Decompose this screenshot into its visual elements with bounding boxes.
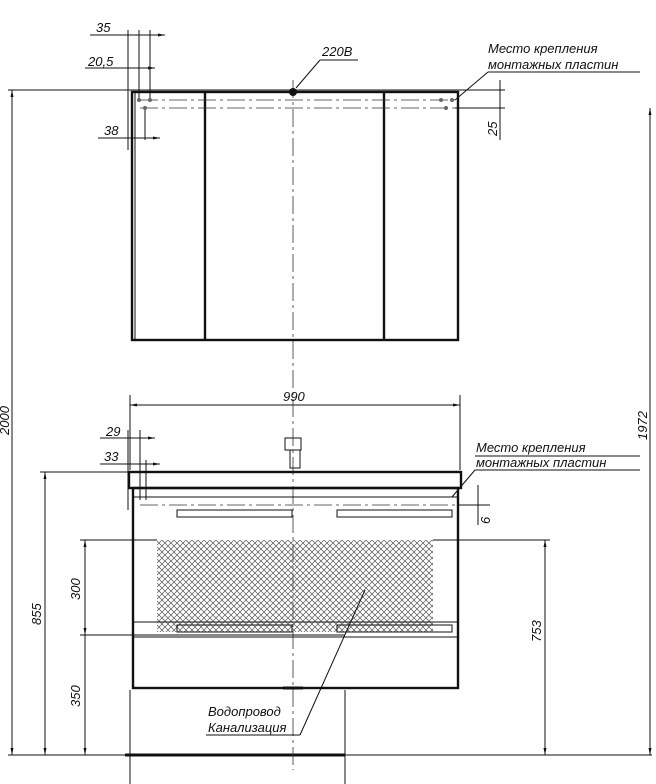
dim-855: 855 (29, 603, 44, 625)
label-mount-bottom-1: Место крепления (476, 440, 586, 455)
dim-25: 25 (485, 121, 500, 137)
dim-2000: 2000 (0, 405, 12, 436)
vanity-cabinet (127, 437, 463, 690)
dim-35: 35 (96, 20, 111, 35)
dim-29: 29 (105, 424, 120, 439)
dim-20-5: 20,5 (87, 54, 114, 69)
label-water: Водопровод (208, 704, 281, 719)
label-220v: 220В (321, 44, 353, 59)
faucet-icon (284, 437, 302, 469)
dim-350: 350 (68, 685, 83, 707)
dim-990: 990 (283, 389, 305, 404)
dim-1972: 1972 (635, 410, 650, 440)
dim-33: 33 (104, 449, 119, 464)
dim-300: 300 (68, 578, 83, 600)
dim-6: 6 (478, 516, 493, 524)
power-point-icon (289, 88, 297, 96)
label-mount-top-2: монтажных пластин (488, 57, 618, 72)
sink-top (127, 470, 463, 490)
label-sewer: Канализация (208, 720, 286, 735)
label-mount-bottom-2: монтажных пластин (476, 455, 606, 470)
dim-753: 753 (529, 620, 544, 642)
dim-38: 38 (104, 123, 119, 138)
service-area (157, 540, 433, 632)
label-mount-top-1: Место крепления (488, 41, 598, 56)
mirror-cabinet (130, 88, 460, 342)
